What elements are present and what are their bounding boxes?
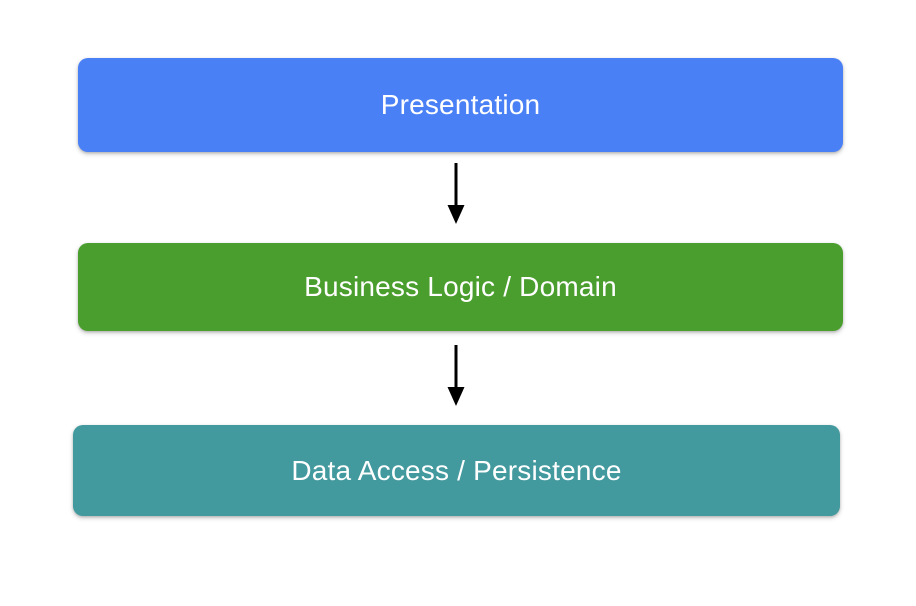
- layer-box-business-logic[interactable]: Business Logic / Domain: [78, 243, 843, 331]
- layer-label-data-access: Data Access / Persistence: [291, 454, 622, 486]
- layer-box-presentation[interactable]: Presentation: [78, 58, 843, 152]
- arrow-business-to-data: [436, 345, 476, 407]
- layer-box-data-access[interactable]: Data Access / Persistence: [73, 425, 840, 516]
- arrow-presentation-to-business: [436, 163, 476, 225]
- layer-label-presentation: Presentation: [380, 89, 541, 120]
- layer-label-business-logic: Business Logic / Domain: [304, 271, 617, 302]
